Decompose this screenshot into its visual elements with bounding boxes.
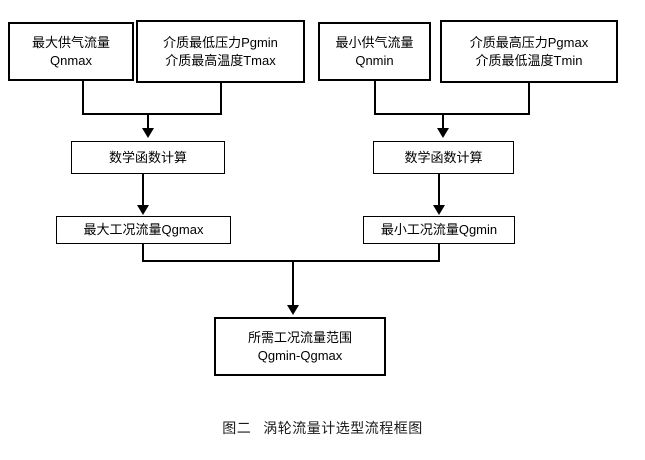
connector-qnmax-down [82,81,84,115]
node-label-line1: 最大供气流量 [31,35,110,51]
node-min-supply-flow: 最小供气流量 Qnmin [318,22,431,81]
connector-qgmax-down [142,244,144,262]
node-label-line2: 介质最低温度Tmin [475,52,583,68]
connector-bottom-merge-stem [292,260,294,307]
connector-pgmax-down [528,83,530,115]
node-label-line1: 介质最高压力Pgmax [469,35,589,51]
node-label-line2: Qgmin-Qgmax [257,347,343,363]
node-required-flow-range: 所需工况流量范围 Qgmin-Qgmax [214,317,386,376]
arrowhead-to-calc-right [437,128,449,138]
node-math-function-right: 数学函数计算 [373,141,514,174]
node-max-pressure-min-temp: 介质最高压力Pgmax 介质最低温度Tmin [440,20,618,83]
node-label-line2: 介质最高温度Tmax [165,52,276,68]
arrowhead-to-qgmin [433,205,445,215]
figure-caption: 图二涡轮流量计选型流程框图 [0,418,645,438]
figure-caption-label: 图二 [222,420,252,436]
node-label-line1: 数学函数计算 [404,149,483,165]
connector-calcleft-down [142,174,144,206]
connector-qgmin-down [438,244,440,262]
node-label-line1: 最小工况流量Qgmin [380,222,498,238]
connector-right-merge-stem [442,113,444,130]
node-max-working-flow: 最大工况流量Qgmax [56,216,231,244]
node-label-line1: 最小供气流量 [335,35,414,51]
arrowhead-to-calc-left [142,128,154,138]
node-min-working-flow: 最小工况流量Qgmin [363,216,515,244]
arrowhead-to-qgmax [137,205,149,215]
connector-pgmin-down [220,83,222,115]
node-label-line2: Qnmax [50,52,92,68]
figure-caption-text: 涡轮流量计选型流程框图 [263,420,423,436]
connector-qnmin-down [374,81,376,115]
node-label-line1: 最大工况流量Qgmax [83,222,204,238]
node-max-supply-flow: 最大供气流量 Qnmax [8,22,134,81]
connector-bottom-merge-bar [142,260,440,262]
node-label-line2: Qnmin [355,52,394,68]
node-label-line1: 数学函数计算 [108,149,187,165]
connector-calcright-down [438,174,440,206]
node-label-line1: 所需工况流量范围 [247,330,352,346]
connector-right-merge-bar [374,113,530,115]
connector-left-merge-stem [147,113,149,130]
connector-left-merge-bar [82,113,222,115]
node-label-line1: 介质最低压力Pgmin [163,35,278,51]
arrowhead-to-range [287,305,299,315]
node-min-pressure-max-temp: 介质最低压力Pgmin 介质最高温度Tmax [136,20,305,83]
node-math-function-left: 数学函数计算 [71,141,225,174]
